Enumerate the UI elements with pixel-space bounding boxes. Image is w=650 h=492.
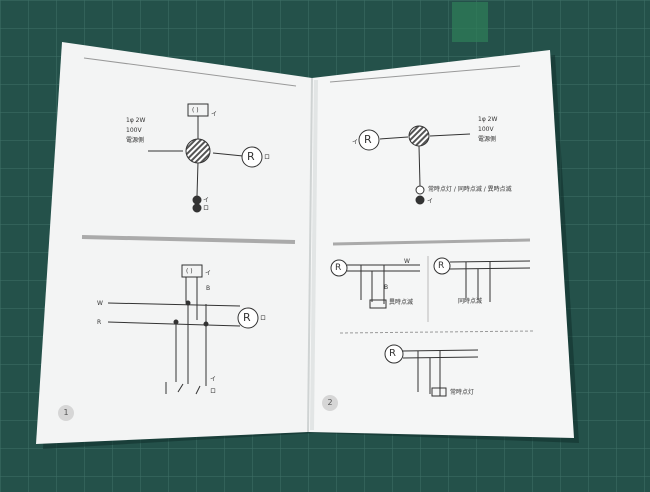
variant-wire-b: B — [384, 284, 389, 291]
right-spec-line2: 100V — [478, 126, 494, 133]
variant-wire-w: W — [404, 258, 410, 265]
lamp-circle-bottom — [237, 307, 259, 329]
variant-right-lamp: R — [438, 261, 445, 271]
right-outlet-tag: イ — [427, 198, 434, 205]
left-outlet-tag-ro: ロ — [203, 205, 210, 212]
lamp-circle — [241, 146, 263, 168]
left-bottom-lamp-tag: ロ — [260, 315, 267, 322]
left-lamp-tag: ロ — [264, 154, 271, 161]
left-switch-tag: イ — [211, 111, 218, 118]
left-bottom-diagram — [107, 264, 259, 395]
variant-left-lamp: R — [335, 263, 342, 273]
left-spec-line3: 電源側 — [126, 137, 145, 144]
variant-left-caption: 異時点滅 — [389, 299, 414, 306]
outlet-dot-ro — [192, 203, 202, 213]
mat-tag — [452, 2, 488, 42]
spine — [307, 77, 313, 433]
left-separator — [81, 235, 296, 244]
left-page-number: 1 — [58, 405, 74, 421]
variant-bottom — [384, 344, 479, 397]
left-bottom-wire-w: W — [97, 300, 103, 307]
right-caption: 常時点灯 / 同時点滅 / 異時点滅 — [428, 186, 512, 193]
right-lamp-tag: イ — [352, 139, 359, 146]
right-separator — [332, 238, 531, 246]
variant-bottom-caption: 常時点灯 — [450, 389, 475, 396]
left-bottom-switch-box-label: ( ) — [186, 268, 193, 275]
junction-box — [185, 138, 211, 164]
left-bottom-wire-b: B — [206, 285, 211, 292]
right-top-diagram — [329, 65, 521, 205]
right-lamp-symbol: R — [364, 133, 372, 146]
right-spec-line1: 1φ 2W — [478, 116, 498, 123]
left-page — [36, 42, 312, 444]
right-page-number: 2 — [322, 395, 338, 411]
variant-right-caption: 同時点滅 — [458, 298, 483, 305]
right-spec-line3: 電源側 — [478, 136, 497, 143]
variant-bottom-lamp: R — [389, 348, 396, 359]
left-bottom-switch-tag: イ — [205, 270, 212, 277]
outlet-dot-i — [192, 195, 202, 205]
left-lamp-symbol: R — [247, 150, 255, 163]
right-lamp-circle — [358, 129, 380, 151]
variant-left — [330, 259, 420, 309]
left-bottom-wire-r: R — [97, 319, 102, 326]
left-bottom-outlet-tag-i: イ — [210, 376, 217, 383]
left-bottom-outlet-tag-ro: ロ — [210, 388, 217, 395]
left-spec-line2: 100V — [126, 127, 142, 134]
left-bottom-lamp-symbol: R — [243, 311, 251, 324]
left-spec-line1: 1φ 2W — [126, 117, 146, 124]
variant-right — [433, 257, 531, 302]
left-switch-box-label: ( ) — [192, 107, 199, 114]
right-junction — [408, 125, 430, 147]
left-outlet-tag-i: イ — [203, 197, 210, 204]
left-top-diagram — [83, 57, 297, 213]
